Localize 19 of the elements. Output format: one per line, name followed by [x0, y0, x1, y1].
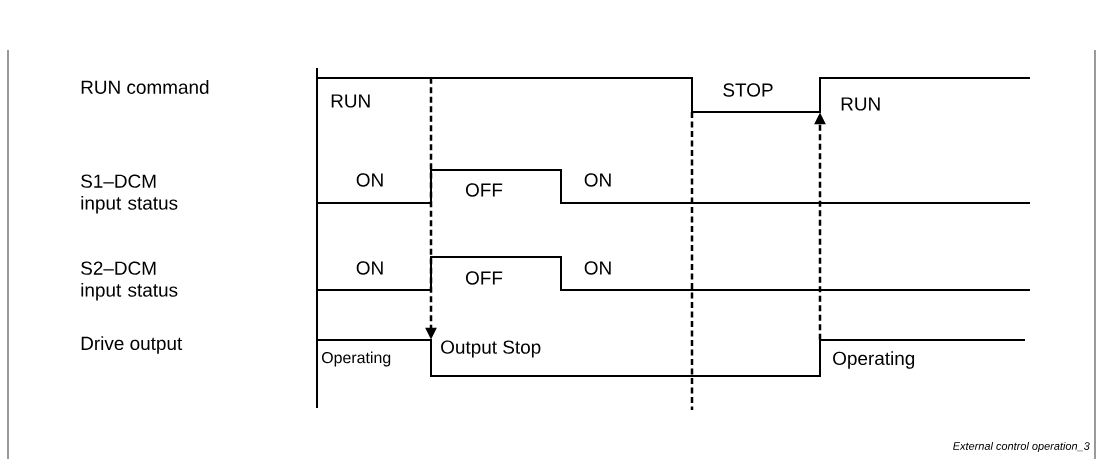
state-label: OFF: [465, 271, 503, 285]
state-label: OFF: [465, 183, 503, 197]
state-label: Output Stop: [441, 340, 541, 358]
state-label: STOP: [723, 83, 773, 97]
signal-name: Drive output: [81, 336, 183, 354]
signal-name: RUN command: [81, 80, 209, 94]
state-label: ON: [356, 173, 383, 187]
state-label: Operating: [833, 351, 915, 369]
state-label: ON: [584, 173, 611, 187]
waveform: [316, 339, 1026, 377]
signal-name: S1–DCM input status: [81, 174, 178, 214]
waveform: [316, 77, 1031, 113]
state-label: RUN: [331, 94, 370, 108]
state-label: RUN: [841, 97, 880, 111]
state-label: ON: [356, 261, 383, 275]
state-label: ON: [584, 261, 611, 275]
caption: External control operation_3: [953, 441, 1090, 453]
signal-name: S2–DCM input status: [81, 261, 178, 301]
state-label: Operating: [321, 351, 391, 367]
